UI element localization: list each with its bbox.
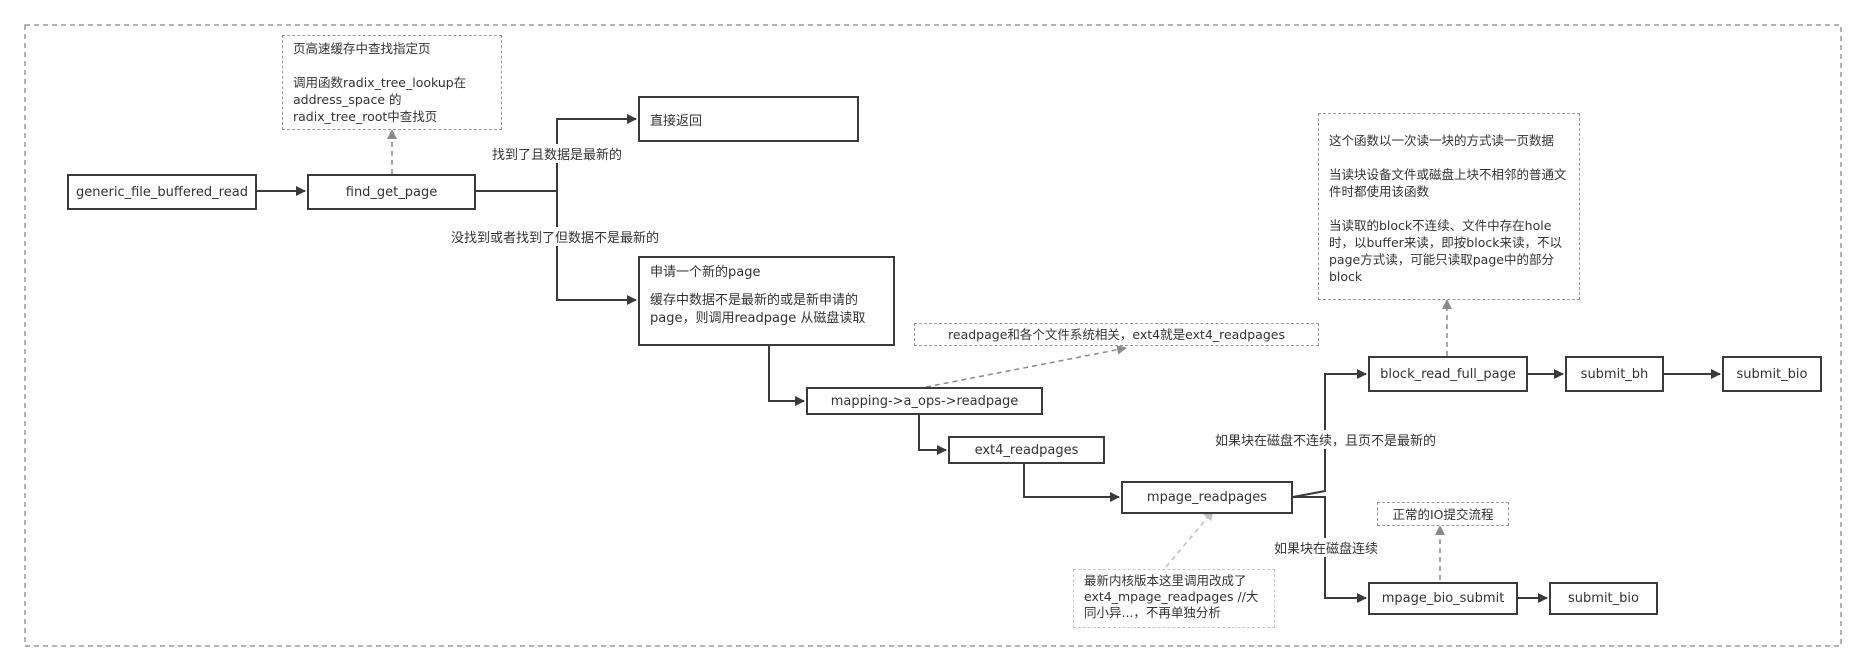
edge-ext4-to-mpage [1023, 464, 1120, 502]
edge-mapping-to-ext4 [918, 415, 947, 455]
node-submit-bh: submit_bh [1565, 356, 1664, 392]
note-readpage-fs: readpage和各个文件系统相关，ext4就是ext4_readpages [914, 323, 1319, 346]
node-label: ext4_readpages [974, 442, 1079, 458]
note-text: readpage和各个文件系统相关，ext4就是ext4_readpages [948, 327, 1285, 342]
node-label: submit_bh [1580, 366, 1649, 382]
node-label: find_get_page [345, 184, 438, 200]
node-submit-bio-top: submit_bio [1722, 356, 1822, 392]
note-para-1: 这个函数以一次读一块的方式读一页数据 [1329, 133, 1555, 148]
edge-label-contiguous: 如果块在磁盘连续 [1272, 538, 1381, 557]
note-text: 正常的IO提交流程 [1392, 506, 1494, 522]
node-desc: 缓存中数据不是最新的或是新申请的page，则调用readpage 从磁盘读取 [650, 293, 866, 326]
node-label: block_read_full_page [1380, 366, 1516, 382]
edge-to-direct-return [556, 114, 637, 191]
node-label: mapping->a_ops->readpage [830, 393, 1019, 409]
node-label: submit_bio [1736, 366, 1808, 382]
node-label: mpage_bio_submit [1381, 591, 1505, 606]
node-block-read-full-page: block_read_full_page [1368, 356, 1528, 392]
node-label: 直接返回 [650, 113, 703, 129]
node-ext4-readpages: ext4_readpages [948, 436, 1105, 464]
note-title: 页高速缓存中查找指定页 [293, 41, 431, 56]
node-direct-return: 直接返回 [638, 96, 859, 142]
note-block-read-full-page: 这个函数以一次读一块的方式读一页数据 当读块设备文件或磁盘上块不相邻的普通文件时… [1318, 113, 1580, 300]
node-label: mpage_readpages [1146, 490, 1268, 505]
edge-mapping-to-note [925, 344, 1127, 388]
note-page-cache-lookup: 页高速缓存中查找指定页 调用函数radix_tree_lookup在addres… [282, 35, 502, 130]
note-normal-io: 正常的IO提交流程 [1377, 502, 1509, 526]
node-alloc-page: 申请一个新的page 缓存中数据不是最新的或是新申请的page，则调用readp… [638, 256, 895, 346]
outer-frame [24, 24, 1842, 647]
node-label: submit_bio [1568, 591, 1639, 606]
edge-label-discontiguous: 如果块在磁盘不连续，且页不是最新的 [1213, 430, 1439, 449]
note-desc: 调用函数radix_tree_lookup在address_space 的rad… [293, 75, 467, 124]
node-label: generic_file_buffered_read [76, 184, 248, 200]
edge-label-not-found: 没找到或者找到了但数据不是最新的 [449, 227, 662, 246]
note-kernel-version: 最新内核版本这里调用改成了ext4_mpage_readpages //大同小异… [1073, 569, 1275, 628]
node-mapping-readpage: mapping->a_ops->readpage [806, 387, 1043, 415]
node-title: 申请一个新的page [650, 265, 761, 280]
node-mpage-readpages: mpage_readpages [1121, 481, 1293, 514]
note-para-3: 当读取的block不连续、文件中存在hole时，以buffer来读，即按bloc… [1329, 218, 1562, 284]
node-submit-bio-bottom: submit_bio [1549, 582, 1658, 615]
edge-label-found-latest: 找到了且数据是最新的 [490, 144, 625, 163]
note-text: 最新内核版本这里调用改成了ext4_mpage_readpages //大同小异… [1084, 573, 1259, 620]
edge-alloc-to-mapping [768, 346, 805, 406]
note-para-2: 当读块设备文件或磁盘上块不相邻的普通文件时都使用该函数 [1329, 167, 1567, 199]
node-mpage-bio-submit: mpage_bio_submit [1368, 582, 1518, 615]
node-generic-file-buffered-read: generic_file_buffered_read [67, 174, 257, 210]
edge-note-to-mpage [1165, 510, 1214, 568]
node-find-get-page: find_get_page [307, 174, 476, 210]
